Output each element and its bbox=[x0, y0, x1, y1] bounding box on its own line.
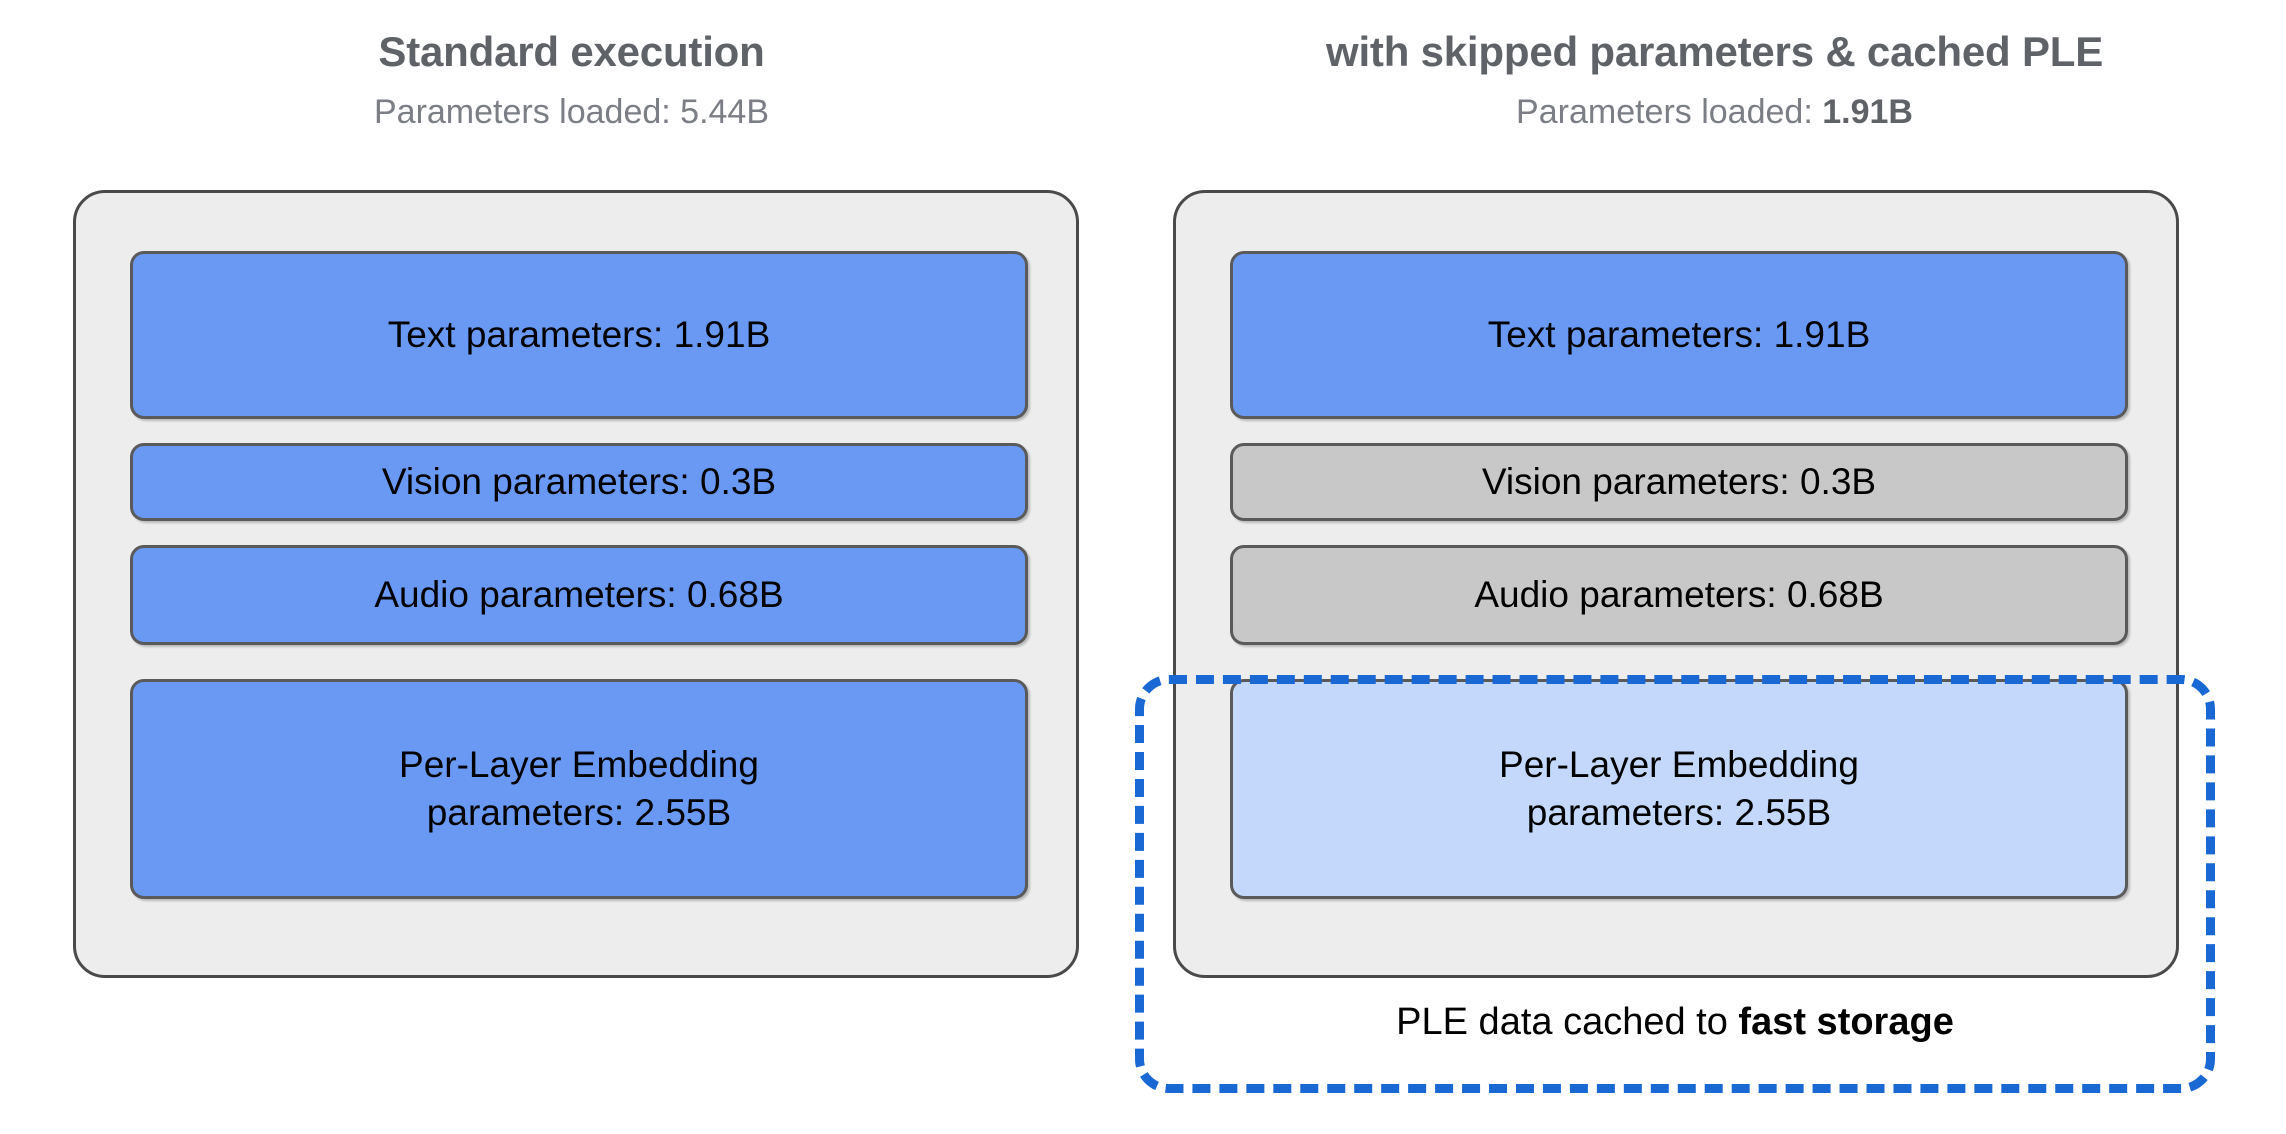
column-subtitle-standard: Parameters loaded: 5.44B bbox=[0, 77, 1143, 132]
block-audio-parameters-optimized: Audio parameters: 0.68B bbox=[1230, 545, 2128, 645]
block-audio-parameters-standard: Audio parameters: 0.68B bbox=[130, 545, 1028, 645]
block-label: Text parameters: 1.91B bbox=[1487, 313, 1871, 355]
subtitle-prefix-optimized: Parameters loaded: bbox=[1516, 92, 1823, 131]
block-label: Per-Layer Embedding parameters: 2.55B bbox=[399, 743, 759, 833]
block-label: Audio parameters: 0.68B bbox=[374, 573, 784, 615]
cached-ple-caption: PLE data cached to fast storage bbox=[1135, 1000, 2215, 1046]
block-label: Vision parameters: 0.3B bbox=[381, 460, 777, 502]
block-vision-parameters-standard: Vision parameters: 0.3B bbox=[130, 443, 1028, 521]
block-label: Per-Layer Embedding parameters: 2.55B bbox=[1499, 743, 1859, 833]
block-label: Audio parameters: 0.68B bbox=[1474, 573, 1884, 615]
panel-optimized-execution: Text parameters: 1.91B Vision parameters… bbox=[1173, 190, 2179, 978]
block-label: Vision parameters: 0.3B bbox=[1481, 460, 1877, 502]
column-subtitle-optimized: Parameters loaded: 1.91B bbox=[1143, 77, 2286, 132]
cache-caption-strong: fast storage bbox=[1738, 1001, 1954, 1043]
cache-caption-prefix: PLE data cached to bbox=[1396, 1001, 1739, 1043]
column-title-standard: Standard execution bbox=[378, 28, 765, 75]
block-vision-parameters-optimized: Vision parameters: 0.3B bbox=[1230, 443, 2128, 521]
subtitle-prefix-standard: Parameters loaded: bbox=[373, 92, 681, 131]
block-ple-parameters-optimized: Per-Layer Embedding parameters: 2.55B bbox=[1230, 679, 2128, 899]
block-label: Text parameters: 1.91B bbox=[387, 313, 771, 355]
column-header-optimized: with skipped parameters & cached PLE Par… bbox=[1143, 0, 2286, 132]
column-standard-execution: Standard execution Parameters loaded: 5.… bbox=[0, 0, 1143, 978]
column-title-optimized: with skipped parameters & cached PLE bbox=[1325, 28, 2104, 75]
subtitle-value-standard: 5.44B bbox=[680, 92, 770, 131]
column-optimized-execution: with skipped parameters & cached PLE Par… bbox=[1143, 0, 2286, 1134]
column-header-standard: Standard execution Parameters loaded: 5.… bbox=[0, 0, 1143, 132]
subtitle-value-optimized: 1.91B bbox=[1822, 92, 1913, 131]
block-text-parameters-optimized: Text parameters: 1.91B bbox=[1230, 251, 2128, 419]
block-text-parameters-standard: Text parameters: 1.91B bbox=[130, 251, 1028, 419]
panel-standard-execution: Text parameters: 1.91B Vision parameters… bbox=[73, 190, 1079, 978]
block-ple-parameters-standard: Per-Layer Embedding parameters: 2.55B bbox=[130, 679, 1028, 899]
